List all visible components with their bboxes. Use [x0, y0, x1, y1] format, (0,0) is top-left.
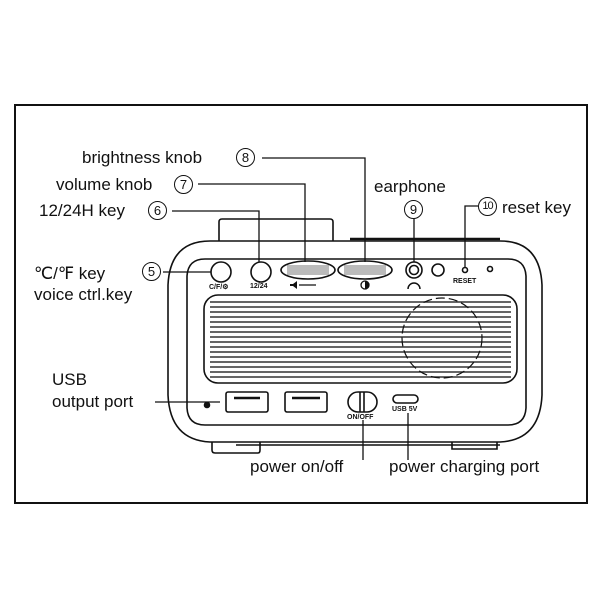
marking-on-off: ON/OFF — [347, 414, 374, 421]
diagram-frame — [14, 104, 588, 504]
label-voice-ctrl-key: voice ctrl.key — [34, 285, 133, 304]
label-earphone: earphone — [374, 177, 446, 196]
leader-reset — [464, 205, 478, 267]
earphone-jack — [405, 261, 423, 279]
marking-reset: RESET — [453, 278, 477, 285]
leader-volume — [198, 183, 306, 262]
indicator-hole — [486, 265, 494, 273]
headphone-icon — [407, 282, 421, 290]
label-usb: USB — [52, 370, 87, 389]
callout-5: 5 — [142, 262, 161, 281]
power-switch — [347, 391, 378, 413]
device-outer-body — [167, 240, 543, 443]
usb-port-1 — [225, 391, 269, 413]
leader-brightness — [262, 157, 366, 262]
top-knob-housing — [218, 218, 334, 241]
label-brightness-knob: brightness knob — [82, 148, 203, 167]
speaker-cone-outline — [401, 297, 483, 379]
leader-12-24 — [172, 210, 260, 262]
right-foot — [451, 442, 498, 450]
callout-9: 9 — [404, 200, 423, 219]
volume-knob — [280, 260, 336, 280]
speaker-icon — [290, 281, 297, 289]
reset-hole — [461, 266, 469, 274]
callout-8: 8 — [236, 148, 255, 167]
label-volume-knob: volume knob — [56, 175, 153, 194]
callout-7: 7 — [174, 175, 193, 194]
marking-usb-5v: USB 5V — [392, 406, 418, 413]
h12-24-button — [250, 261, 272, 283]
callout-10: 10 — [478, 197, 497, 216]
label-12-24h-key: 12/24H key — [39, 201, 125, 220]
label-power-on-off: power on/off — [250, 457, 344, 476]
label-cf-key: ℃/℉ key — [34, 264, 106, 283]
callout-6: 6 — [148, 201, 167, 220]
sensor-icon — [431, 263, 445, 277]
marking-12-24: 12/24 — [250, 283, 268, 290]
micro-usb-port — [392, 394, 419, 404]
device-inner-panel — [186, 258, 527, 426]
label-reset-key: reset key — [502, 198, 571, 217]
marking-cf: C/F/⚙ — [209, 284, 229, 291]
led-dot — [203, 401, 211, 409]
cf-button — [210, 261, 232, 283]
label-power-charging-port: power charging port — [389, 457, 540, 476]
label-usb-output-port: output port — [52, 392, 134, 411]
left-foot — [211, 442, 261, 454]
speaker-grille — [203, 294, 518, 384]
usb-port-2 — [284, 391, 328, 413]
